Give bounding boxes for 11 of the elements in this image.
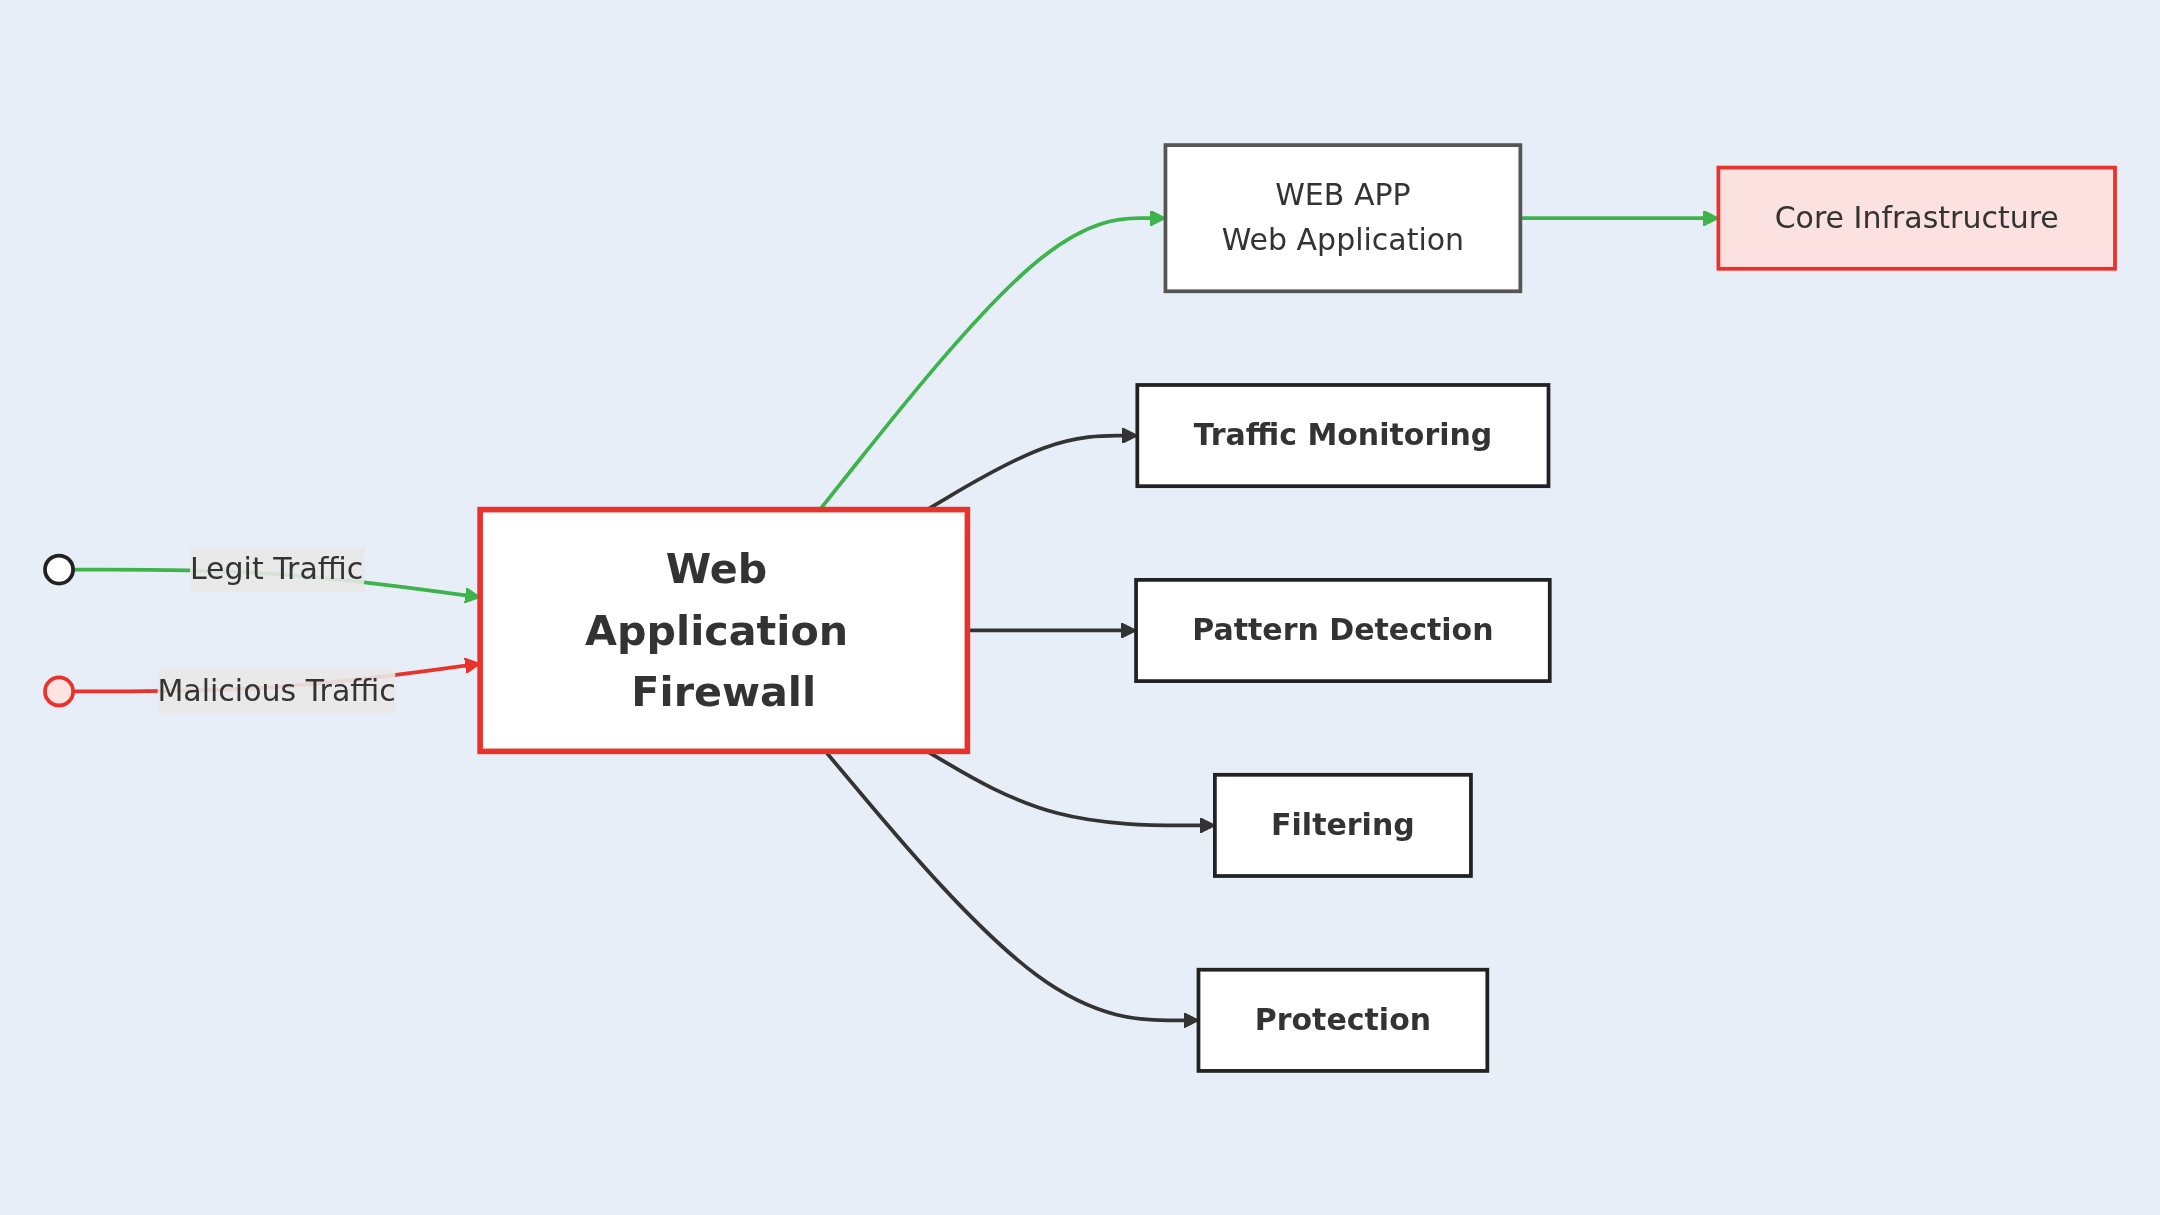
node-box: Traffic Monitoring <box>1135 382 1551 488</box>
node-box: Filtering <box>1213 772 1473 878</box>
node-person <box>43 674 75 707</box>
node-person <box>43 553 75 585</box>
node-box: Pattern Detection <box>1134 577 1552 683</box>
node-box: WEB APP Web Application <box>1163 142 1523 293</box>
node-box: Web Application Firewall <box>477 506 971 754</box>
edge-label: Legit Traffic <box>189 550 364 586</box>
node-box: Protection <box>1196 967 1490 1073</box>
node-box: Core Infrastructure <box>1716 165 2117 271</box>
edge-label: Malicious Traffic <box>157 672 396 708</box>
